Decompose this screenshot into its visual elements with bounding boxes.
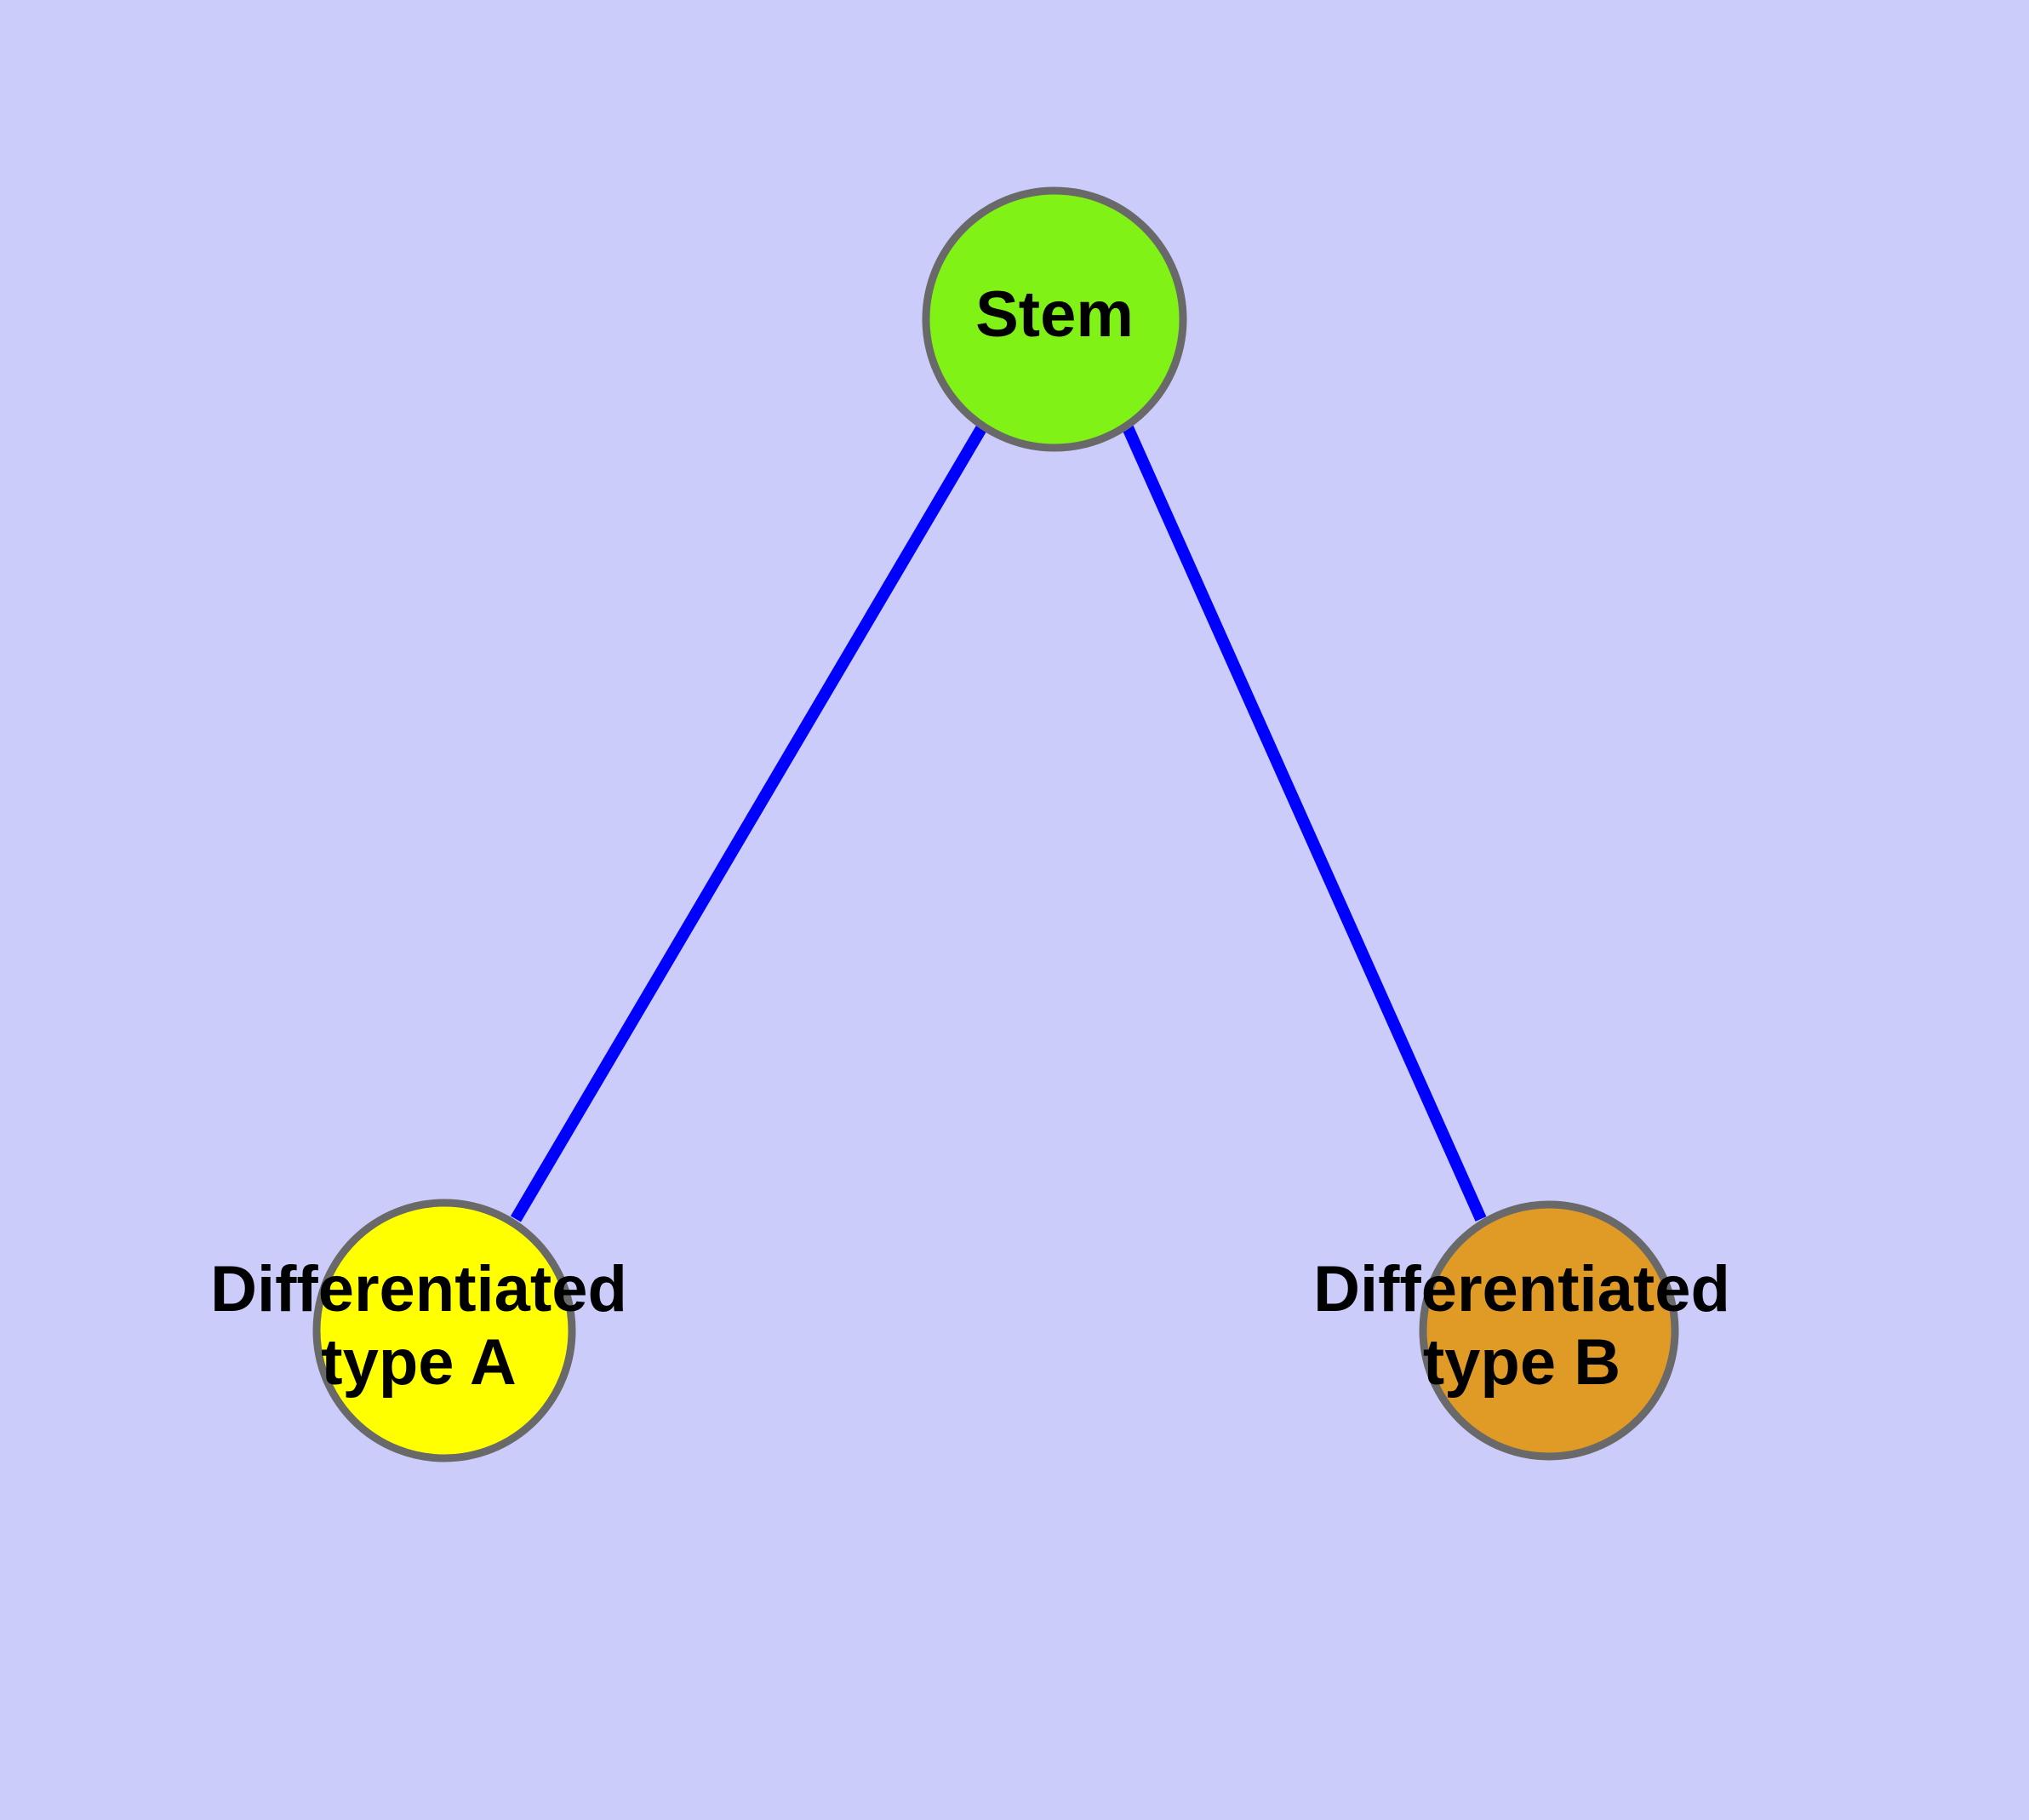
node-label-line: Differentiated [210,1253,627,1325]
edge-stem-to-differentiated-type-b[interactable] [1121,423,1487,1222]
node-stem-circle[interactable] [922,186,1187,452]
node-label-line: type B [1423,1326,1620,1399]
node-differentiated-type-a-circle[interactable] [312,1199,576,1462]
node-label-line: type A [321,1326,516,1399]
edge-stem-to-differentiated-type-a[interactable] [510,422,989,1222]
edges-layer [510,422,1487,1222]
node-label-line: Stem [975,278,1134,351]
nodes-layer [312,186,1679,1462]
node-differentiated-type-b-circle[interactable] [1419,1200,1679,1461]
node-label-line: Differentiated [1313,1253,1730,1325]
node-stem-label: Stem [975,278,1134,351]
